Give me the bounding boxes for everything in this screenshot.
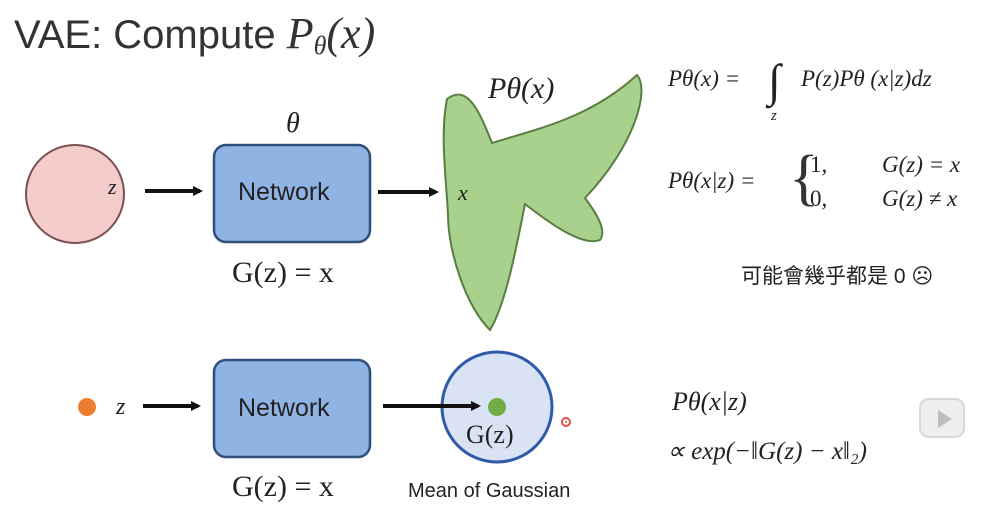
title-math: Pθ(x) (286, 9, 376, 60)
gauss-lhs: Pθ(x|z) (672, 387, 747, 416)
play-icon[interactable] (919, 398, 965, 438)
network-label-bottom: Network (238, 394, 330, 422)
integral-sign: ∫ (768, 55, 781, 106)
gaussian-mean-dot (488, 398, 506, 416)
theta-label: θ (286, 108, 300, 139)
mean-label: G(z) (466, 420, 514, 449)
case2-value: 0, (810, 186, 828, 211)
case2-condition: G(z) ≠ x (882, 186, 958, 211)
title-prefix: VAE: Compute (14, 13, 287, 57)
point-z-label: z (116, 394, 126, 420)
slide-title: VAE: Compute Pθ(x) (14, 8, 375, 61)
mean-caption: Mean of Gaussian (408, 480, 571, 502)
latent-circle (25, 144, 125, 244)
network-box-top (212, 143, 372, 244)
laser-pointer-dot (561, 417, 571, 427)
gauss-rhs: ∝ exp(−‖G(z) − x‖₂) (667, 438, 867, 465)
network-label-top: Network (238, 178, 330, 206)
blob-x-label: x (458, 180, 468, 205)
integral-sub: z (771, 108, 777, 124)
circle-z-label: z (108, 174, 117, 199)
distribution-blob (442, 73, 643, 332)
blob-label: Pθ(x) (488, 72, 555, 105)
case1-value: 1, (810, 152, 828, 177)
cond-lhs: Pθ(x|z) = (668, 168, 756, 193)
integral-lhs: Pθ(x) = (668, 66, 741, 91)
network-box-bottom (212, 358, 372, 459)
gen-eq-bottom: G(z) = x (232, 470, 334, 503)
integral-rhs: P(z)Pθ (x|z)dz (801, 66, 932, 91)
zero-note: 可能會幾乎都是 0 ☹ (741, 265, 934, 288)
case1-condition: G(z) = x (882, 152, 961, 177)
cases-brace: { (789, 144, 819, 212)
latent-point (78, 398, 96, 416)
gen-eq-top: G(z) = x (232, 256, 334, 289)
